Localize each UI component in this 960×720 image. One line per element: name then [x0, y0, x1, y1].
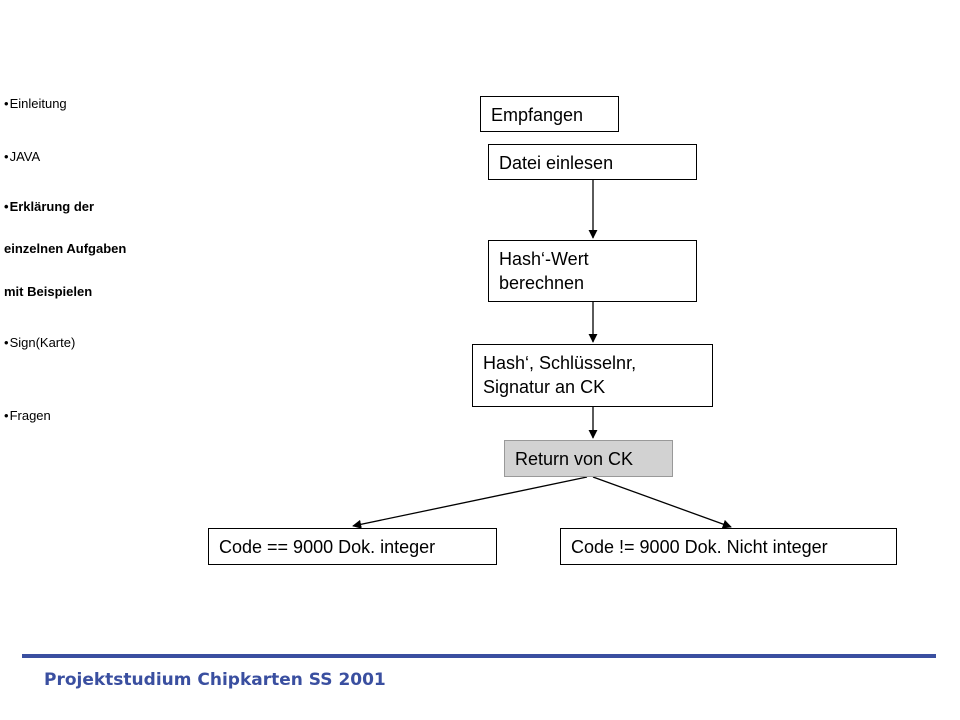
nav-item-label: Sign(Karte) [9, 335, 76, 350]
bullet: • [4, 96, 9, 111]
nav-item-label: JAVA [9, 149, 41, 164]
arrow-return-to-nicht-integer [592, 476, 732, 529]
footer-divider [22, 654, 936, 658]
nav-item-java[interactable]: •JAVA [4, 149, 40, 164]
bullet: • [4, 199, 9, 214]
nav-item-einleitung[interactable]: •Einleitung [4, 96, 67, 111]
nav-item-label-line-3: mit Beispielen [4, 284, 93, 299]
nav-item-fragen[interactable]: •Fragen [4, 408, 51, 423]
footer-title: Projektstudium Chipkarten SS 2001 [44, 670, 386, 690]
nav-item-label-line-2: einzelnen Aufgaben [4, 241, 127, 256]
nav-item-sign-karte[interactable]: •Sign(Karte) [4, 335, 75, 350]
bullet: • [4, 149, 9, 164]
node-datei-einlesen: Datei einlesen [488, 144, 697, 180]
node-empfangen: Empfangen [480, 96, 619, 132]
nav-item-erklaerung-line-3[interactable]: mit Beispielen [4, 284, 92, 299]
nav-item-label-line-1: Erklärung der [9, 199, 95, 214]
node-code-integer: Code == 9000 Dok. integer [208, 528, 497, 565]
nav-item-label: Einleitung [9, 96, 67, 111]
node-hash-berechnen: Hash‘-Wert berechnen [488, 240, 697, 302]
node-signatur-an-ck: Hash‘, Schlüsselnr, Signatur an CK [472, 344, 713, 407]
bullet: • [4, 335, 9, 350]
node-code-nicht-integer: Code != 9000 Dok. Nicht integer [560, 528, 897, 565]
arrow-return-to-integer [352, 476, 588, 529]
nav-item-label: Fragen [9, 408, 51, 423]
nav-item-erklaerung-line-2[interactable]: einzelnen Aufgaben [4, 241, 126, 256]
nav-item-erklaerung[interactable]: •Erklärung der [4, 199, 94, 214]
bullet: • [4, 408, 9, 423]
node-return-von-ck: Return von CK [504, 440, 673, 477]
